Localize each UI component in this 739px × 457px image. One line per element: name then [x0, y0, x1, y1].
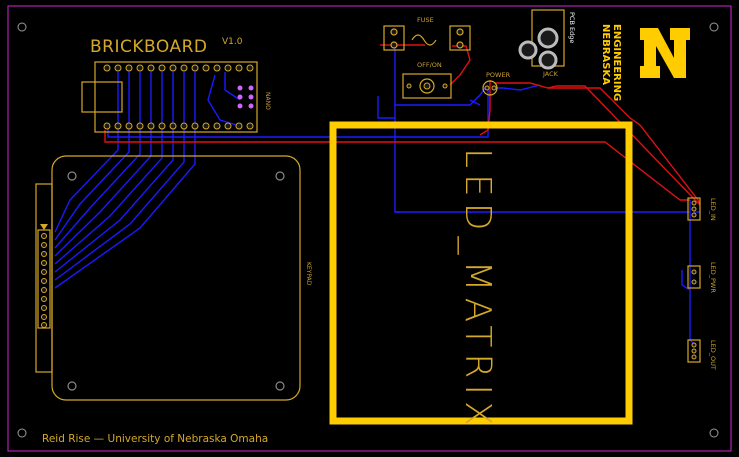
switch-label: OFF/ON	[417, 61, 442, 69]
led-out-label: LED_OUT	[709, 340, 717, 370]
power-led	[482, 80, 498, 96]
dc-jack	[518, 9, 565, 70]
board-version: V1.0	[222, 37, 243, 47]
board-outline	[7, 5, 732, 452]
logo-line1: NEBRASKA	[600, 24, 611, 85]
bottom-layer-traces	[54, 45, 700, 346]
keypad-header-pins	[41, 233, 47, 328]
pcb-edge-label: PCB Edge	[568, 12, 576, 43]
credit-text: Reid Rise — University of Nebraska Omaha	[42, 433, 268, 445]
led-matrix-frame	[329, 121, 633, 425]
nano-label: NANO	[264, 92, 271, 110]
keypad-label: KEYPAD	[305, 262, 312, 286]
logo-line2: ENGINEERING	[611, 24, 622, 101]
nano-footprint	[81, 61, 258, 133]
mounting-holes	[17, 22, 719, 438]
led-in-label: LED_IN	[709, 198, 717, 221]
nebraska-n-logo	[640, 28, 690, 78]
fuse-label: FUSE	[417, 16, 434, 24]
power-label: POWER	[486, 71, 511, 79]
pin1-marker	[40, 224, 48, 230]
led-pwr-label: LED_PWR	[709, 262, 717, 293]
power-switch	[402, 73, 452, 99]
keypad-footprint	[35, 155, 301, 401]
led-matrix-label: LED_MATRIX	[457, 148, 498, 432]
board-title: BRICKBOARD	[90, 37, 207, 57]
top-layer-traces	[104, 44, 701, 206]
fuse-holder	[383, 25, 471, 51]
jack-label: JACK	[542, 70, 559, 78]
led-connectors	[687, 197, 701, 363]
